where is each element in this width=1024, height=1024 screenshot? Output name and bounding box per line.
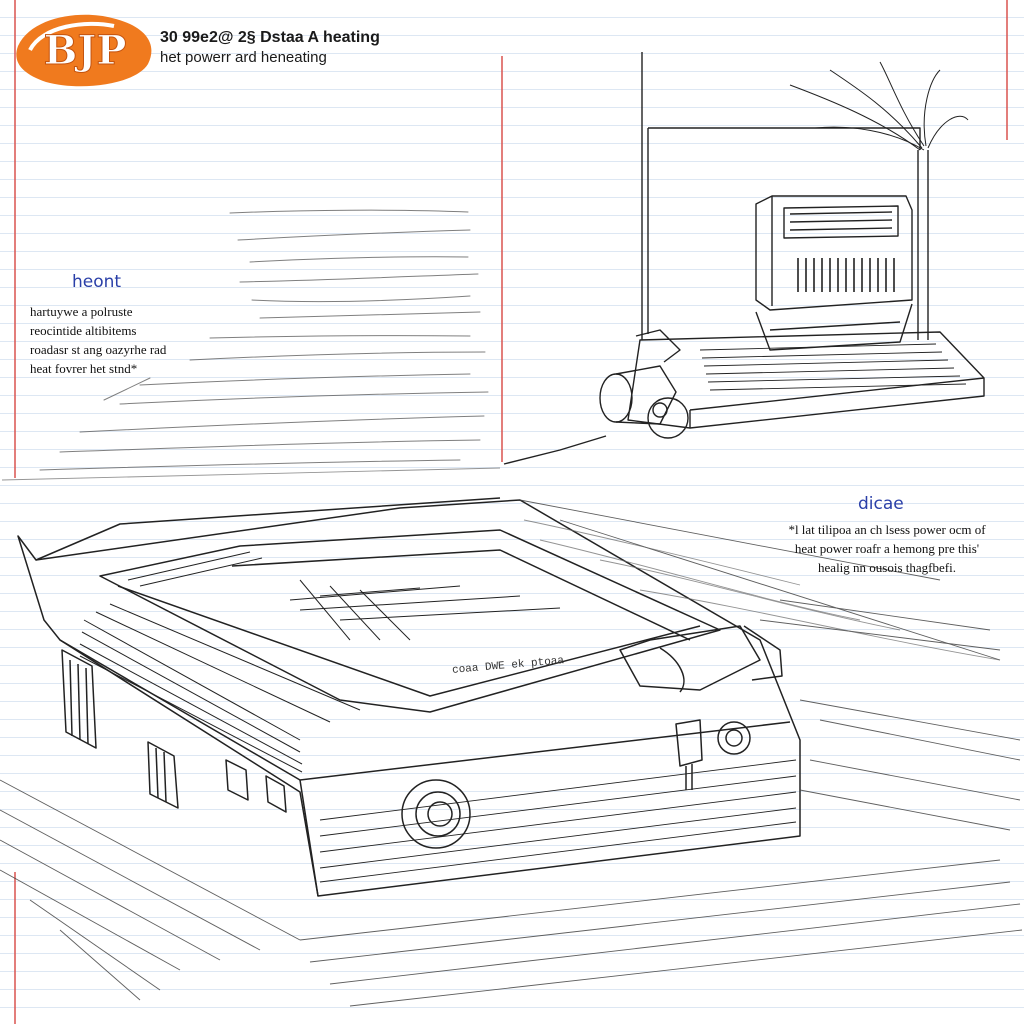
note-right-title: dicae bbox=[858, 494, 904, 514]
margin-line-left-bottom bbox=[14, 872, 16, 1024]
margin-line-middle bbox=[501, 56, 503, 462]
header-title-block: 30 99e2@ 2§ Dstaa A heating het powerr a… bbox=[160, 28, 390, 68]
heater-vent-fins bbox=[797, 258, 895, 292]
platform-grille bbox=[699, 343, 967, 391]
note-right-body: *l lat tilipoa an ch lsess power ocm of … bbox=[772, 520, 1002, 577]
note-left-line: reocintide altibitems bbox=[30, 323, 137, 338]
note-left-title: heont bbox=[72, 272, 122, 292]
note-right-line: heat power roafr a hemong pre this' bbox=[794, 541, 980, 556]
note-left-line: hartuywe a polruste bbox=[30, 304, 133, 319]
margin-line-left-top bbox=[14, 0, 16, 478]
space-heater-sketch bbox=[503, 52, 985, 465]
orange-brand-logo: BJP bbox=[16, 14, 152, 87]
front-ribs bbox=[79, 603, 361, 773]
floor-boards bbox=[0, 499, 1023, 1007]
note-right-line: healig nn ousois thagfbefi. bbox=[818, 560, 956, 575]
front-face-lines bbox=[319, 759, 797, 883]
note-right-line: *l lat tilipoa an ch lsess power ocm of bbox=[788, 522, 986, 537]
floor-stove-sketch bbox=[17, 497, 801, 897]
note-left-line: roadasr st ang oazyrhe rad bbox=[30, 342, 167, 357]
logo-text: BJP bbox=[44, 27, 127, 74]
ambient-strokes bbox=[1, 467, 1001, 661]
header-line-1: 30 99e2@ 2§ Dstaa A heating bbox=[160, 29, 380, 46]
header-line-2: het powerr ard heneating bbox=[160, 49, 327, 66]
heat-wave-strokes bbox=[39, 209, 489, 471]
smoke-strokes bbox=[789, 61, 969, 151]
note-left-line: heat fovrer het stnd* bbox=[30, 361, 138, 376]
top-plate-lines bbox=[127, 551, 561, 641]
margin-line-right-top bbox=[1006, 0, 1008, 140]
note-left-body: hartuywe a polruste reocintide altibitem… bbox=[30, 302, 230, 378]
